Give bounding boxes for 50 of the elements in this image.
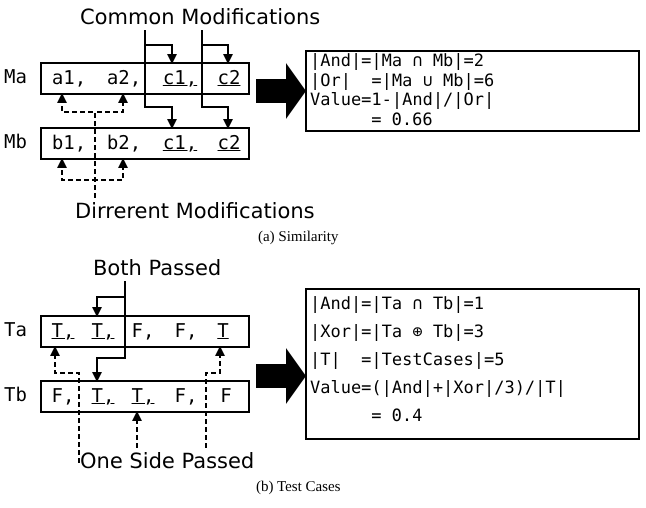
caption: (b) Test Cases xyxy=(256,479,340,496)
row-label: Ta xyxy=(4,318,27,343)
sequence-item: T xyxy=(210,317,236,346)
arrow xyxy=(201,30,233,129)
dashed-arrow xyxy=(132,411,142,448)
block-arrow xyxy=(256,63,306,119)
row-label: Mb xyxy=(4,130,27,155)
dashed-arrow xyxy=(94,158,128,198)
formula-line: |And|=|Ta ∩ Tb|=1 xyxy=(310,293,485,316)
sequence-item: F xyxy=(213,382,239,411)
sequence-item: F, xyxy=(130,317,156,346)
sequence-item: T, xyxy=(90,317,116,346)
formula-line: |Or| =|Ma ∪ Mb|=6 xyxy=(310,72,496,91)
sequence-item: F, xyxy=(173,382,199,411)
annotation-label: One Side Passed xyxy=(80,448,254,474)
formula-line: |And|=|Ma ∩ Mb|=2 xyxy=(310,52,485,72)
annotation-label: Both Passed xyxy=(93,255,222,281)
sequence-box xyxy=(40,315,250,348)
sequence-item: T, xyxy=(50,317,76,346)
sequence-item: c1, xyxy=(160,64,200,93)
dashed-arrow xyxy=(205,346,225,448)
sequence-item: b1, xyxy=(50,129,88,158)
sequence-box xyxy=(40,127,250,160)
formula-box xyxy=(305,288,640,440)
dashed-arrow xyxy=(50,346,80,463)
formula-line: Value=1-|And|/|Or| xyxy=(310,91,496,110)
formula-line: |Xor|=|Ta ⊕ Tb|=3 xyxy=(310,321,485,344)
caption: (a) Similarity xyxy=(258,229,338,246)
arrow xyxy=(144,30,177,129)
sequence-item: F, xyxy=(50,382,76,411)
sequence-item: c2 xyxy=(210,129,248,158)
sequence-item: c1, xyxy=(160,129,200,158)
sequence-item: T, xyxy=(90,382,116,411)
sequence-item: a2, xyxy=(105,64,143,93)
sequence-item: T, xyxy=(130,382,156,411)
sequence-item: F, xyxy=(173,317,199,346)
formula-line: = 0.66 xyxy=(370,110,434,130)
sequence-box xyxy=(40,380,250,413)
formula-line: |T| =|TestCases|=5 xyxy=(310,349,506,372)
formula-line: Value=(|And|+|Xor|/3)/|T| xyxy=(310,377,567,400)
row-label: Ma xyxy=(4,65,27,90)
sequence-box xyxy=(40,62,250,95)
annotation-label: Dirrerent Modifications xyxy=(75,198,315,224)
sequence-item: b2, xyxy=(105,129,143,158)
formula-box xyxy=(305,50,640,132)
row-label: Tb xyxy=(4,383,27,408)
formula-line: = 0.4 xyxy=(370,405,424,428)
sequence-item: c2 xyxy=(210,64,248,93)
annotation-label: Common Modifications xyxy=(80,4,320,30)
sequence-item: a1, xyxy=(50,64,88,93)
